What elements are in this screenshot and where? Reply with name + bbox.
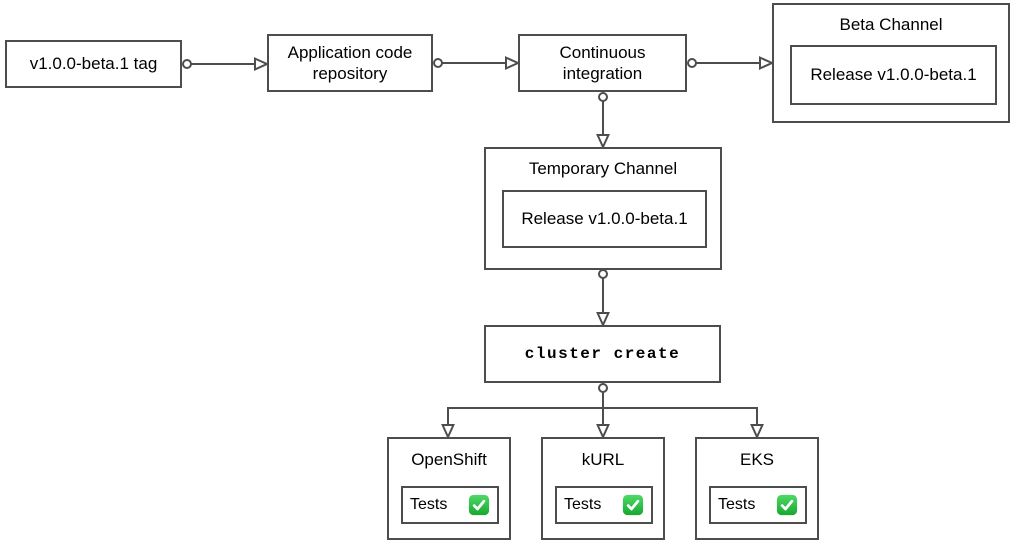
cluster-openshift-title: OpenShift xyxy=(411,450,487,469)
check-mark-icon xyxy=(622,494,644,516)
edge-cluster-create-to-clusters xyxy=(441,383,764,440)
container-temporary-channel: Temporary Channel Release v1.0.0-beta.1 xyxy=(484,147,722,270)
node-temporary-release: Release v1.0.0-beta.1 xyxy=(502,190,707,248)
node-application-code-repository: Application code repository xyxy=(267,34,433,92)
kurl-tests-label: Tests xyxy=(564,496,602,513)
node-version-tag: v1.0.0-beta.1 tag xyxy=(5,40,182,88)
node-application-code-repository-label: Application code repository xyxy=(287,42,413,83)
beta-channel-title: Beta Channel xyxy=(839,15,943,34)
temporary-release-label: Release v1.0.0-beta.1 xyxy=(521,209,688,228)
node-cluster-create: cluster create xyxy=(484,325,721,383)
openshift-tests-label: Tests xyxy=(410,496,448,513)
edge-tag-to-repo xyxy=(182,57,270,71)
container-beta-channel: Beta Channel Release v1.0.0-beta.1 xyxy=(772,3,1010,123)
temporary-channel-title: Temporary Channel xyxy=(528,159,678,178)
node-version-tag-label: v1.0.0-beta.1 tag xyxy=(29,54,158,74)
node-kurl-tests: Tests xyxy=(555,486,653,524)
edge-temporary-channel-to-cluster-create xyxy=(596,269,610,328)
node-beta-release: Release v1.0.0-beta.1 xyxy=(790,45,997,105)
check-mark-icon xyxy=(776,494,798,516)
check-mark-icon xyxy=(468,494,490,516)
node-continuous-integration-label: Continuous integration xyxy=(559,42,646,83)
container-cluster-kurl: kURL Tests xyxy=(541,437,665,540)
cluster-create-label: cluster create xyxy=(524,345,681,363)
cluster-eks-title: EKS xyxy=(739,450,775,469)
node-openshift-tests: Tests xyxy=(401,486,499,524)
cluster-kurl-title: kURL xyxy=(581,450,625,469)
node-continuous-integration: Continuous integration xyxy=(518,34,687,92)
edge-repo-to-ci xyxy=(433,56,521,70)
edge-ci-to-beta-channel xyxy=(687,56,775,70)
beta-release-label: Release v1.0.0-beta.1 xyxy=(810,65,977,84)
container-cluster-eks: EKS Tests xyxy=(695,437,819,540)
edge-ci-to-temporary-channel xyxy=(596,92,610,150)
node-eks-tests: Tests xyxy=(709,486,807,524)
eks-tests-label: Tests xyxy=(718,496,756,513)
container-cluster-openshift: OpenShift Tests xyxy=(387,437,511,540)
